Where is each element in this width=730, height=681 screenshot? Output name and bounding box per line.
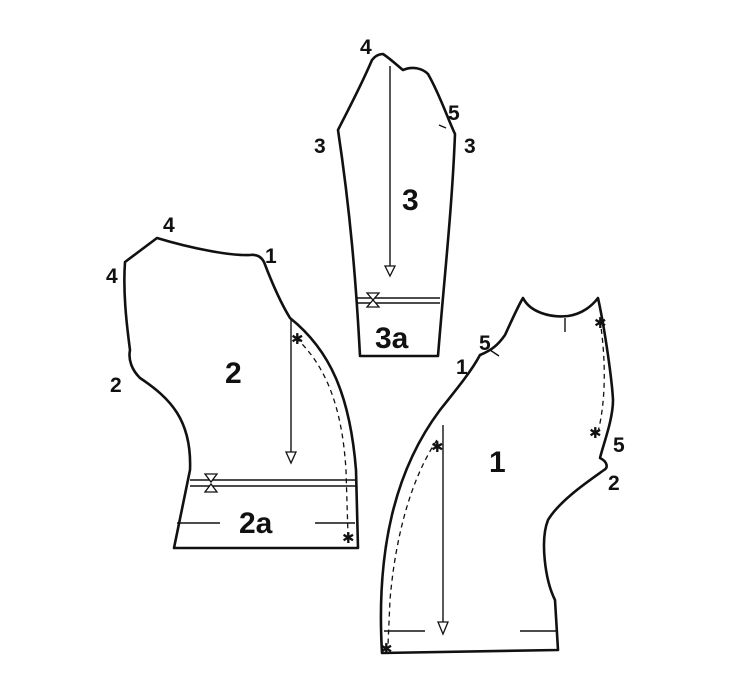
sleeve-piece [336, 52, 457, 358]
sleeve-piece-number: 3 [402, 184, 419, 217]
star-marker: ✱ [380, 640, 393, 658]
back-outline [123, 236, 360, 550]
star-marker: ✱ [431, 438, 444, 456]
back-stitch-line [295, 337, 349, 536]
sleeve-fold-mark [365, 292, 381, 308]
sleeve-mark-3-right: 3 [464, 135, 476, 158]
star-marker: ✱ [291, 330, 304, 348]
front-stitch-line [387, 439, 438, 646]
back-hem-label: 2a [239, 507, 273, 540]
front-outline [379, 296, 615, 655]
star-marker: ✱ [342, 529, 355, 547]
sleeve-grainline-arrowhead [383, 265, 397, 278]
star-marker: ✱ [589, 424, 602, 442]
back-mark-1: 1 [265, 245, 277, 268]
sleeve-mark-4: 4 [360, 36, 372, 59]
front-side-stitch-line [597, 319, 605, 433]
front-mark-5-side: 5 [613, 434, 625, 457]
back-piece [123, 236, 360, 550]
sleeve-outline [336, 52, 457, 358]
front-notch-5 [489, 349, 500, 357]
back-mark-2: 2 [110, 374, 122, 397]
sleeve-mark-3-left: 3 [314, 135, 326, 158]
front-grainline-arrowhead [437, 621, 449, 636]
front-piece-number: 1 [489, 446, 506, 479]
front-mark-1: 1 [456, 356, 468, 379]
back-mark-4-top: 4 [163, 214, 175, 237]
back-piece-number: 2 [225, 357, 242, 390]
front-piece [379, 296, 615, 655]
sleeve-notch-5 [438, 124, 447, 129]
back-fold-mark [203, 473, 219, 493]
star-marker: ✱ [594, 314, 607, 332]
front-mark-2: 2 [608, 472, 620, 495]
front-mark-5-top: 5 [479, 332, 491, 355]
sleeve-cuff-label: 3a [375, 322, 409, 355]
back-mark-4-left: 4 [106, 265, 118, 288]
back-grainline-arrowhead [284, 451, 298, 465]
sleeve-mark-5: 5 [448, 102, 460, 125]
